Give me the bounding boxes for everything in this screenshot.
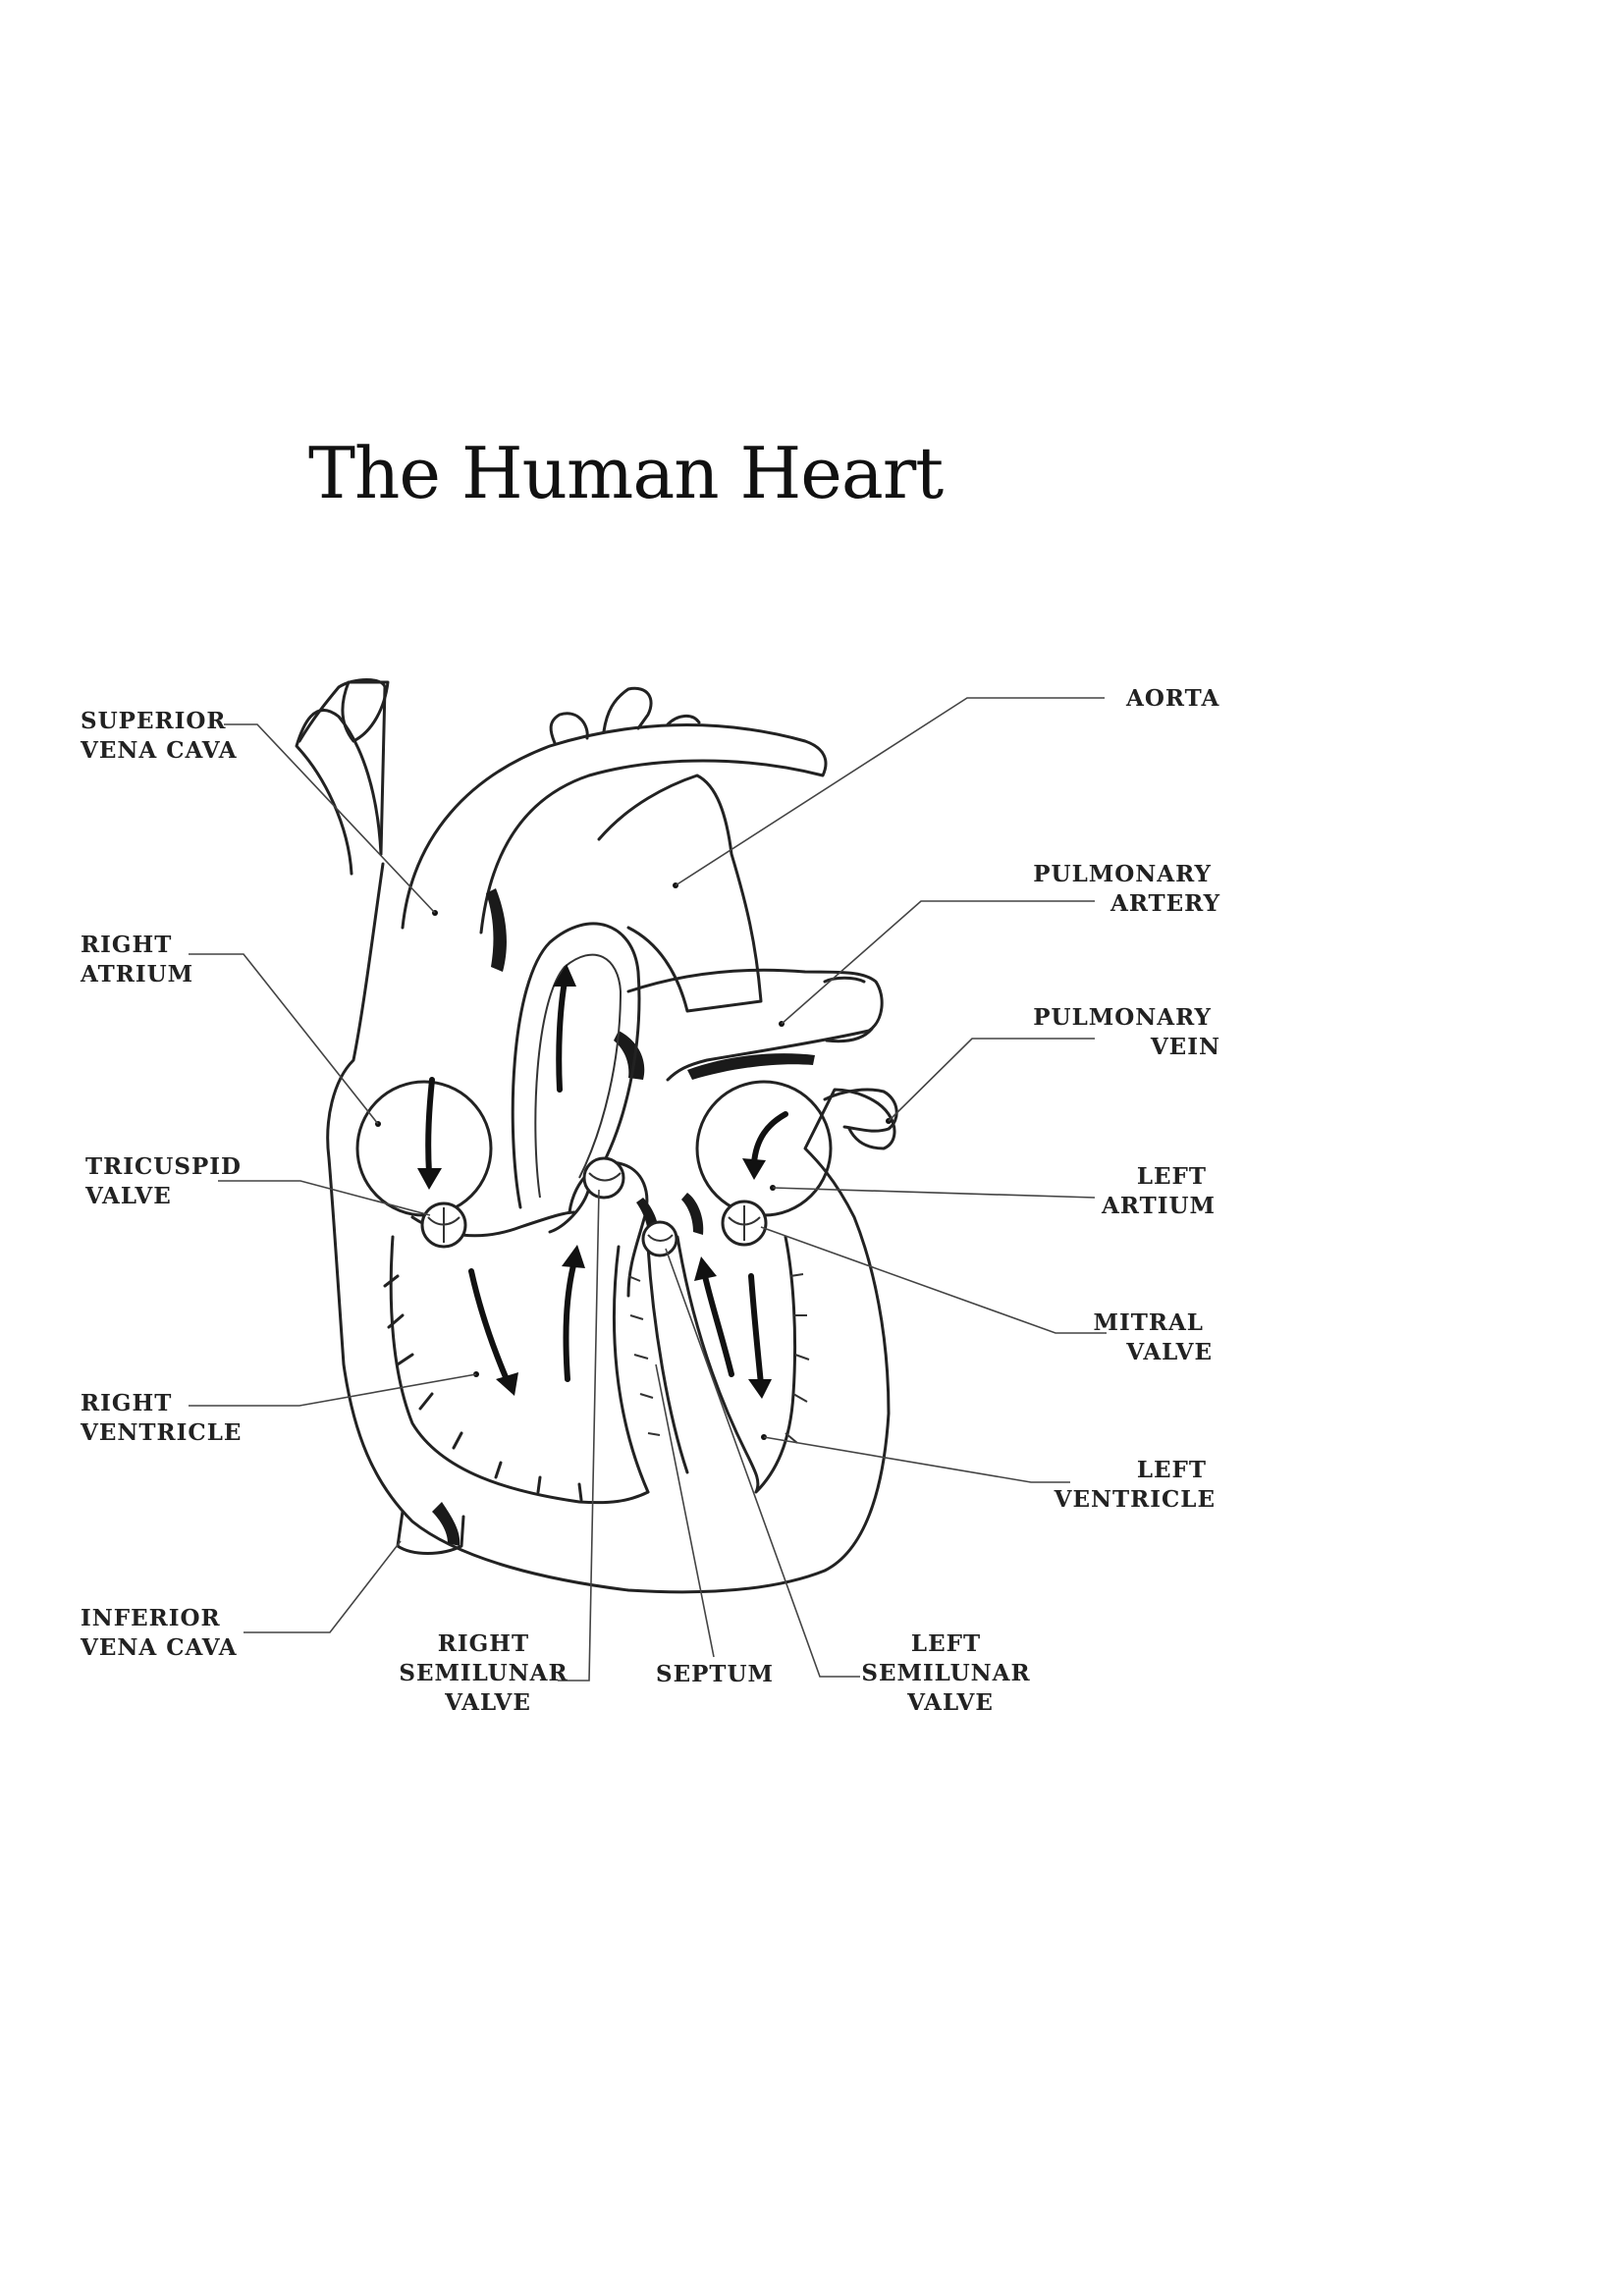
- label-aorta: AORTA: [1125, 685, 1219, 712]
- label-left-atrium: LEFT ARTIUM: [1101, 1163, 1216, 1219]
- septum-wall: [612, 1245, 689, 1494]
- pulmonary-vein-vessel: [823, 1088, 898, 1133]
- aortic-branch-3: [666, 715, 701, 726]
- leader-right-ventricle: [189, 1373, 477, 1407]
- leader-dots: [375, 882, 892, 1440]
- heart-drawing: [295, 678, 898, 1594]
- label-left-ventricle: LEFT VENTRICLE: [1054, 1457, 1216, 1513]
- leader-inferior-vena-cava: [244, 1540, 402, 1633]
- leader-aorta: [675, 697, 1105, 886]
- septum-trabeculae: [627, 1275, 661, 1436]
- valve-shade-2: [681, 1193, 704, 1235]
- superior-vena-cava-vessel: [295, 709, 383, 876]
- heart-outline: [326, 862, 896, 1594]
- leader-superior-vena-cava: [224, 723, 436, 914]
- pulmonary-artery-branch: [823, 976, 874, 1043]
- label-pulmonary-vein: PULMONARY VEIN: [1033, 1004, 1220, 1060]
- right-ventricle-trabeculae: [383, 1274, 583, 1502]
- leader-septum: [655, 1363, 715, 1658]
- shade-2: [614, 1031, 645, 1080]
- tricuspid-valve-shape: [420, 1201, 467, 1249]
- label-tricuspid-valve: TRICUSPID VALVE: [84, 1153, 250, 1209]
- pulmonary-outflow-inner: [534, 953, 623, 1199]
- leader-mitral-valve: [760, 1226, 1107, 1334]
- aortic-branch-1: [549, 712, 589, 745]
- label-pulmonary-artery: PULMONARY ARTERY: [1033, 861, 1220, 917]
- label-superior-vena-cava: SUPERIOR VENA CAVA: [80, 708, 238, 764]
- leader-pulmonary-artery: [781, 900, 1095, 1025]
- leader-right-semilunar-valve: [558, 1189, 600, 1682]
- ivc-shade: [432, 1502, 460, 1546]
- right-atrium-chamber: [355, 1080, 493, 1217]
- svc-branch: [341, 680, 390, 743]
- ascending-aorta: [597, 774, 763, 1013]
- left-ventricle-trabeculae: [785, 1273, 810, 1444]
- pulmonary-artery-vessel: [626, 968, 884, 1082]
- mitral-valve-shape: [721, 1200, 768, 1247]
- leader-right-atrium: [189, 953, 379, 1125]
- superior-vena-cava-top: [298, 678, 387, 856]
- label-right-ventricle: RIGHT VENTRICLE: [80, 1390, 242, 1446]
- leader-pulmonary-vein: [888, 1038, 1095, 1122]
- blood-flow-arrows: [417, 964, 788, 1399]
- page-title: The Human Heart: [308, 432, 944, 514]
- label-mitral-valve: MITRAL VALVE: [1094, 1309, 1213, 1365]
- leader-left-atrium: [772, 1187, 1096, 1199]
- label-inferior-vena-cava: INFERIOR VENA CAVA: [80, 1605, 238, 1661]
- left-ventricle-wall: [676, 1235, 797, 1494]
- label-septum: SEPTUM: [656, 1661, 774, 1687]
- shade-3: [687, 1053, 815, 1080]
- inferior-vena-cava-vessel: [396, 1510, 465, 1555]
- label-left-semilunar-valve: LEFT SEMILUNAR VALVE: [861, 1630, 1039, 1716]
- left-semilunar-valve-shape: [641, 1220, 678, 1257]
- leader-tricuspid-valve: [218, 1180, 431, 1216]
- leader-lines: [189, 697, 1107, 1682]
- shade-1: [486, 888, 507, 972]
- leader-left-semilunar-valve: [665, 1248, 860, 1678]
- right-semilunar-valve-shape: [582, 1156, 625, 1200]
- left-atrium-chamber: [695, 1080, 833, 1217]
- labels: SUPERIOR VENA CAVA AORTA PULMONARY ARTER…: [80, 685, 1220, 1716]
- leader-left-ventricle: [763, 1436, 1070, 1483]
- aortic-arch: [401, 723, 828, 934]
- right-ventricle-wall: [389, 1235, 650, 1505]
- label-right-atrium: RIGHT ATRIUM: [80, 932, 193, 988]
- label-right-semilunar-valve: RIGHT SEMILUNAR VALVE: [399, 1630, 576, 1716]
- aortic-branch-2: [602, 686, 653, 733]
